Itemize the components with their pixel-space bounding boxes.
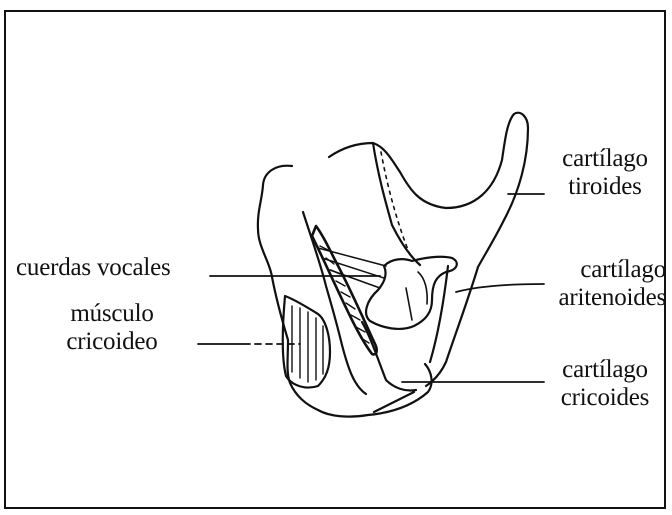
label-cartilago-tiroides: cartílago tiroides xyxy=(546,145,664,201)
label-cuerdas-line1: cuerdas vocales xyxy=(16,254,171,282)
thyroid-inner-edge xyxy=(373,143,420,265)
arytenoid-process xyxy=(406,272,427,320)
label-cartilago-cricoides: cartílago cricoides xyxy=(546,356,664,412)
label-cuerdas-vocales: cuerdas vocales xyxy=(16,254,171,282)
label-tiroides-line2: tiroides xyxy=(546,173,664,201)
thyroid-lower-edge xyxy=(430,266,448,362)
vocal-cord-band xyxy=(312,226,377,354)
label-musculo-line2: cricoideo xyxy=(42,328,182,356)
label-cricoides-line1: cartílago xyxy=(546,356,664,384)
label-tiroides-line1: cartílago xyxy=(546,145,664,173)
label-cartilago-aritenoides: cartílago aritenoides xyxy=(526,256,666,312)
label-musculo-cricoideo: músculo cricoideo xyxy=(42,300,182,356)
label-musculo-line1: músculo xyxy=(42,300,182,328)
cricoid-base xyxy=(374,392,414,412)
cricoid-muscle-texture xyxy=(292,306,323,382)
label-cricoides-line2: cricoides xyxy=(546,384,664,412)
label-aritenoides-line2: aritenoides xyxy=(526,284,666,312)
label-aritenoides-line1: cartílago xyxy=(526,256,666,284)
cricoid-cartilage xyxy=(258,166,432,417)
thyroid-cartilage xyxy=(329,113,528,386)
